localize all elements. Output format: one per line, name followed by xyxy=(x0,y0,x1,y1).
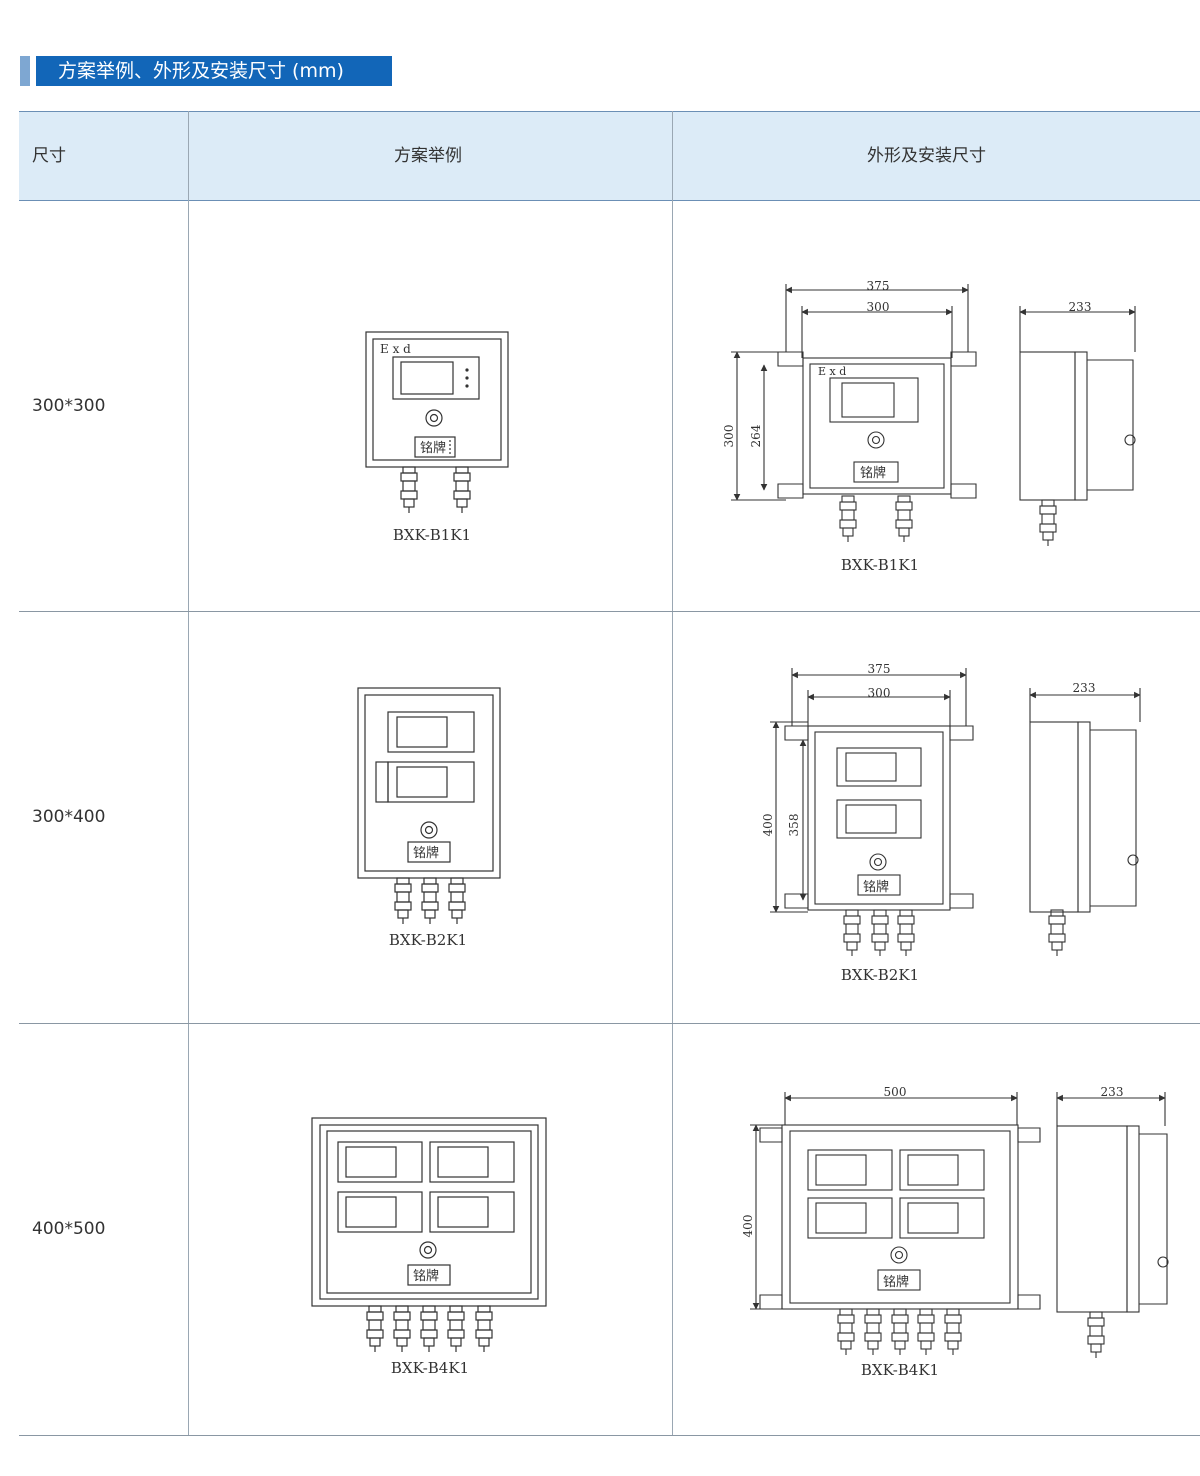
exd-label: E x d xyxy=(380,342,411,356)
cable-gland xyxy=(475,1305,493,1352)
nameplate-label: 铭牌 xyxy=(420,440,446,456)
dim-mount-height: 264 xyxy=(749,424,763,447)
example-drawing-b1k1 xyxy=(365,331,509,513)
cable-gland xyxy=(394,877,412,924)
cable-gland xyxy=(895,495,913,542)
cable-gland xyxy=(891,1308,909,1355)
size-value: 400*500 xyxy=(32,1219,106,1239)
size-value: 300*300 xyxy=(32,396,106,416)
model-label: BXK-B4K1 xyxy=(861,1361,939,1379)
header-size: 尺寸 xyxy=(32,146,66,166)
cable-gland xyxy=(366,1305,384,1352)
cable-gland xyxy=(453,466,471,513)
model-label: BXK-B4K1 xyxy=(391,1359,469,1377)
cable-gland xyxy=(871,909,889,956)
dim-width: 500 xyxy=(884,1085,907,1099)
cable-gland xyxy=(1048,909,1066,956)
title-gap xyxy=(30,56,36,86)
cable-gland xyxy=(839,495,857,542)
cable-gland xyxy=(400,466,418,513)
dim-depth: 233 xyxy=(1073,681,1096,695)
nameplate-label: 铭牌 xyxy=(860,465,886,481)
model-label: BXK-B1K1 xyxy=(393,526,471,544)
cable-gland xyxy=(917,1308,935,1355)
dimension-drawing-b1k1 xyxy=(731,284,1136,546)
header-example: 方案举例 xyxy=(394,146,462,166)
dim-height: 400 xyxy=(741,1215,755,1238)
dim-outer-width: 375 xyxy=(868,662,891,676)
dim-height: 400 xyxy=(761,814,775,837)
example-drawing-b2k1 xyxy=(357,687,501,924)
example-drawing-b4k1 xyxy=(311,1117,547,1352)
dimension-drawing-b2k1 xyxy=(770,668,1141,956)
dim-mount-height: 358 xyxy=(787,814,801,837)
dim-outer-width: 375 xyxy=(867,279,890,293)
cable-gland xyxy=(421,877,439,924)
cable-gland xyxy=(837,1308,855,1355)
cable-gland xyxy=(1087,1311,1105,1358)
cable-gland xyxy=(843,909,861,956)
nameplate-label: 铭牌 xyxy=(413,845,439,861)
cable-gland xyxy=(1039,499,1057,546)
nameplate-label: 铭牌 xyxy=(863,879,889,895)
column-divider xyxy=(672,111,673,1436)
nameplate-label: 铭牌 xyxy=(883,1274,909,1290)
table-row: 300*400 xyxy=(19,612,1200,1024)
header-dimensions: 外形及安装尺寸 xyxy=(867,146,986,166)
cable-gland xyxy=(897,909,915,956)
dim-depth: 233 xyxy=(1069,300,1092,314)
dimension-drawing-b4k1 xyxy=(750,1092,1169,1358)
cable-gland xyxy=(448,877,466,924)
size-value: 300*400 xyxy=(32,807,106,827)
table-row: 400*500 xyxy=(19,1024,1200,1436)
dim-inner-width: 300 xyxy=(867,300,890,314)
exd-label: E x d xyxy=(818,365,846,378)
table-header: 尺寸 方案举例 外形及安装尺寸 xyxy=(19,111,1200,201)
model-label: BXK-B2K1 xyxy=(841,966,919,984)
nameplate-label: 铭牌 xyxy=(413,1268,439,1284)
cable-gland xyxy=(393,1305,411,1352)
table-row: 300*300 xyxy=(19,201,1200,612)
cable-gland xyxy=(944,1308,962,1355)
title-accent xyxy=(20,56,30,86)
column-divider xyxy=(188,111,189,1436)
model-label: BXK-B1K1 xyxy=(841,556,919,574)
section-title-bar: 方案举例、外形及安装尺寸 (mm) xyxy=(20,56,392,86)
cable-gland xyxy=(420,1305,438,1352)
cable-gland xyxy=(864,1308,882,1355)
cable-gland xyxy=(447,1305,465,1352)
dim-inner-width: 300 xyxy=(868,686,891,700)
dim-height: 300 xyxy=(722,425,736,448)
model-label: BXK-B2K1 xyxy=(389,931,467,949)
dim-depth: 233 xyxy=(1101,1085,1124,1099)
section-title: 方案举例、外形及安装尺寸 (mm) xyxy=(36,56,392,86)
